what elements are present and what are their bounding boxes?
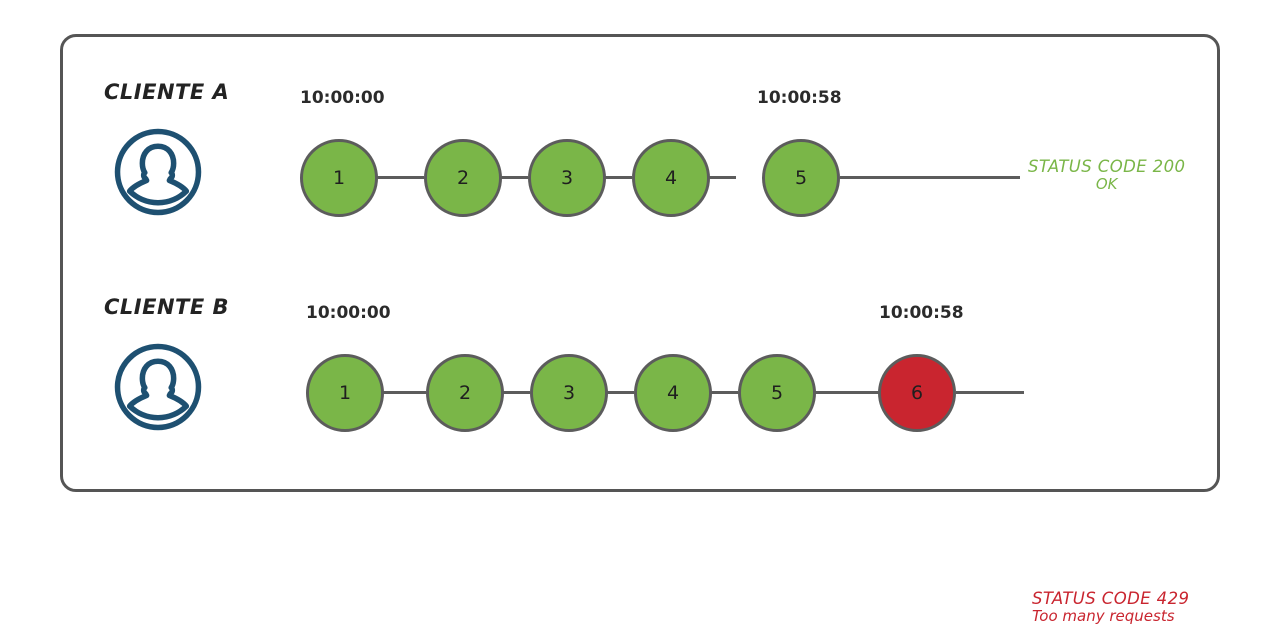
request-node-b-6[interactable]: 6 [878,354,956,432]
connector-a-1-2 [376,176,424,179]
connector-b-4-5 [694,391,738,394]
request-node-b-2[interactable]: 2 [426,354,504,432]
request-node-label: 5 [770,381,784,404]
connector-b-2-3 [486,391,530,394]
connector-b-5-6 [798,391,884,394]
timestamp-b-start: 10:00:00 [306,303,391,323]
timeline-b: 10:00:00 10:00:58 1 2 3 4 5 [0,215,1280,625]
request-node-a-2[interactable]: 2 [424,139,502,217]
request-node-a-5[interactable]: 5 [762,139,840,217]
request-node-label: 4 [664,166,678,189]
timestamp-a-end: 10:00:58 [757,88,842,108]
request-node-a-4[interactable]: 4 [632,139,710,217]
connector-b-1-2 [382,391,426,394]
request-node-label: 2 [456,166,470,189]
status-text-b: Too many requests [1032,607,1175,625]
timestamp-b-end: 10:00:58 [879,303,964,323]
connector-a-2-3 [480,176,528,179]
request-node-label: 3 [562,381,576,404]
request-node-label: 1 [332,166,346,189]
connector-b-6-status [956,391,1024,394]
request-node-label: 1 [338,381,352,404]
status-code-b: STATUS CODE 429 [1032,589,1190,608]
request-node-label: 3 [560,166,574,189]
status-text-a: OK [1095,175,1118,194]
status-badge-b: STATUS CODE 429 Too many requests [1032,589,1190,625]
timeline-a: 10:00:00 10:00:58 1 2 3 4 5 STA [0,0,1280,217]
request-node-label: 6 [910,381,924,404]
connector-a-3-4 [584,176,632,179]
request-node-label: 4 [666,381,680,404]
request-node-b-4[interactable]: 4 [634,354,712,432]
connector-a-4-5 [688,176,736,179]
client-a-label: CLIENTE A [104,80,230,104]
connector-a-5-status [840,176,1020,179]
request-node-b-5[interactable]: 5 [738,354,816,432]
request-node-label: 2 [458,381,472,404]
diagram-panel [60,34,1220,492]
connector-b-3-4 [590,391,634,394]
request-node-b-3[interactable]: 3 [530,354,608,432]
user-avatar-icon [112,126,204,218]
request-node-a-3[interactable]: 3 [528,139,606,217]
status-badge-a: STATUS CODE 200 OK [1028,157,1186,194]
client-b-label: CLIENTE B [104,295,230,319]
status-code-a: STATUS CODE 200 [1028,157,1186,176]
request-node-label: 5 [794,166,808,189]
timestamp-a-start: 10:00:00 [300,88,385,108]
user-avatar-icon [112,341,204,433]
request-node-a-1[interactable]: 1 [300,139,378,217]
request-node-b-1[interactable]: 1 [306,354,384,432]
